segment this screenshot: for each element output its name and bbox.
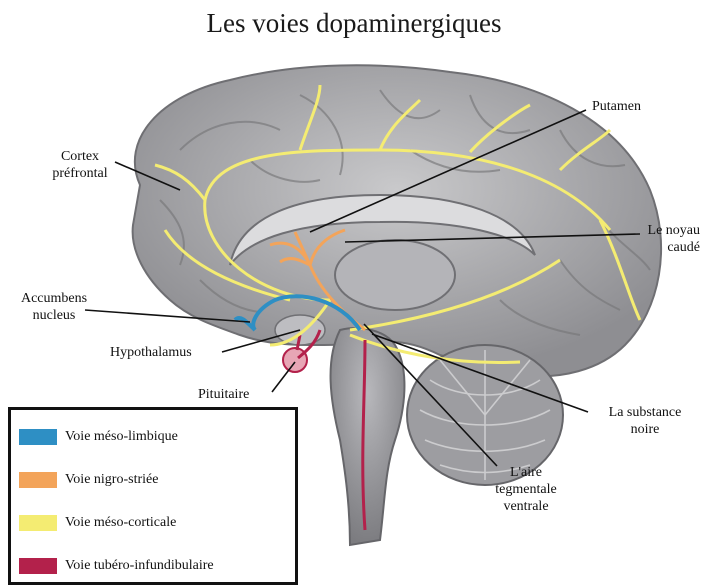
label-noyau-line2: caudé (608, 239, 700, 256)
label-noyau-line1: Le noyau (608, 222, 700, 239)
label-substance-line2: noire (590, 421, 700, 438)
label-cortex-line1: Cortex (38, 148, 122, 165)
legend-label-meso-limbique: Voie méso-limbique (65, 429, 178, 445)
legend-swatch-tubero-infundibulaire (19, 558, 57, 574)
thalamus (335, 240, 455, 310)
legend-label-tubero-infundibulaire: Voie tubéro-infundibulaire (65, 558, 214, 574)
label-hypothalamus: Hypothalamus (110, 344, 192, 361)
legend-item-nigro-striee: Voie nigro-striée (19, 471, 158, 489)
brainstem (331, 328, 405, 545)
label-cortex-line2: préfrontal (38, 165, 122, 182)
label-pituitaire: Pituitaire (198, 386, 249, 403)
legend-item-tubero-infundibulaire: Voie tubéro-infundibulaire (19, 557, 214, 575)
label-noyau-caude: Le noyau caudé (608, 222, 700, 256)
label-putamen: Putamen (592, 98, 641, 115)
legend-label-nigro-striee: Voie nigro-striée (65, 472, 158, 488)
label-substance-noire: La substance noire (590, 404, 700, 438)
label-accumbens: Accumbens nucleus (8, 290, 100, 324)
label-aire-line2: tegmentale (478, 481, 574, 498)
legend-item-meso-limbique: Voie méso-limbique (19, 428, 178, 446)
label-aire-line1: L'aire (478, 464, 574, 481)
legend: Voie méso-limbique Voie nigro-striée Voi… (8, 407, 298, 585)
label-aire-tegmentale: L'aire tegmentale ventrale (478, 464, 574, 515)
label-substance-line1: La substance (590, 404, 700, 421)
label-aire-line3: ventrale (478, 498, 574, 515)
label-cortex-prefrontal: Cortex préfrontal (38, 148, 122, 182)
legend-label-meso-corticale: Voie méso-corticale (65, 515, 176, 531)
legend-item-meso-corticale: Voie méso-corticale (19, 514, 176, 532)
label-accumbens-line1: Accumbens (8, 290, 100, 307)
legend-swatch-meso-corticale (19, 515, 57, 531)
legend-swatch-meso-limbique (19, 429, 57, 445)
label-accumbens-line2: nucleus (8, 307, 100, 324)
legend-swatch-nigro-striee (19, 472, 57, 488)
